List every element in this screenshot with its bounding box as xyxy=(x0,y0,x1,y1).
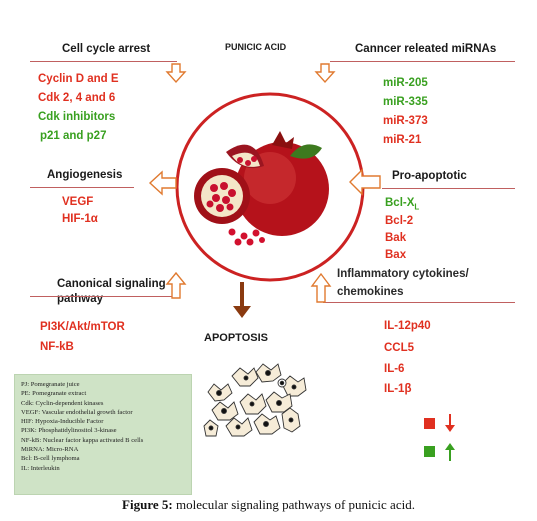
key-up-arrow-icon xyxy=(445,443,455,461)
caption-label: Figure 5: xyxy=(122,497,173,512)
pro-apoptotic-item: Bcl-2 xyxy=(385,215,414,227)
inflammatory-item: IL-12p40 xyxy=(384,320,431,332)
cell-cycle-underline xyxy=(30,61,177,62)
canonical-item: NF-kB xyxy=(40,341,74,353)
inflammatory-item: CCL5 xyxy=(384,342,415,354)
cell-cycle-arrow-icon xyxy=(165,63,187,84)
inflammatory-item: IL-6 xyxy=(384,363,405,375)
pro-apoptotic-item-subscript: L xyxy=(414,202,420,212)
legend-item: NF-kB: Nuclear factor kappa activated B … xyxy=(21,436,144,444)
legend-item: PE: Pomegranate extract xyxy=(21,390,87,398)
pro-apoptotic-header: Pro-apoptotic xyxy=(392,170,467,182)
angiogenesis-item: VEGF xyxy=(62,196,94,208)
pro-apoptotic-arrow-icon xyxy=(349,168,381,196)
mirna-item: miR-21 xyxy=(383,134,422,146)
caption-text: molecular signaling pathways of punicic … xyxy=(172,497,415,512)
canonical-underline xyxy=(30,296,172,297)
legend-item: Bcl: B-cell lymphoma xyxy=(21,455,80,463)
legend-item: HIF: Hypoxia-Inducible Factor xyxy=(21,418,104,426)
pomegranate-icon xyxy=(194,131,329,246)
apoptosis-arrow-icon xyxy=(233,282,251,318)
angiogenesis-item: HIF-1α xyxy=(62,213,98,225)
key-down-arrow-icon xyxy=(445,414,455,432)
pro-apoptotic-item: Bax xyxy=(385,249,407,261)
canonical-item: PI3K/Akt/mTOR xyxy=(40,321,125,333)
angiogenesis-arrow-icon xyxy=(148,170,177,196)
mirna-underline xyxy=(330,61,515,62)
angiogenesis-header: Angiogenesis xyxy=(47,169,123,181)
inflammatory-header-line2: chemokines xyxy=(337,286,404,298)
apoptotic-cells-icon xyxy=(203,363,307,437)
inflammatory-item: IL-1β xyxy=(384,383,412,395)
pro-apoptotic-item-text: Bcl-X xyxy=(385,197,415,209)
mirna-header: Canncer releated miRNAs xyxy=(355,43,497,55)
abbreviation-legend: PJ: Pomegranate juice PE: Pomegranate ex… xyxy=(14,374,192,495)
diagram-title: PUNICIC ACID xyxy=(225,42,287,52)
canonical-arrow-icon xyxy=(165,271,187,299)
canonical-header: Canonical signaling xyxy=(57,278,166,290)
cell-cycle-item: p21 and p27 xyxy=(40,130,107,142)
pro-apoptotic-item: Bak xyxy=(385,232,407,244)
legend-item: MiRNA: Micro-RNA xyxy=(21,446,79,454)
cell-cycle-item: Cdk 2, 4 and 6 xyxy=(38,92,116,104)
angiogenesis-underline xyxy=(30,187,134,188)
legend-item: VEGF: Vascular endothelial growth factor xyxy=(21,408,133,416)
pro-apoptotic-item: Bcl-XL xyxy=(385,197,419,211)
cell-cycle-header: Cell cycle arrest xyxy=(62,43,151,55)
legend-item: IL: Interleukin xyxy=(21,464,60,472)
mirna-item: miR-205 xyxy=(383,77,428,89)
mirna-item: miR-335 xyxy=(383,96,428,108)
mirna-item: miR-373 xyxy=(383,115,428,127)
key-red-square xyxy=(424,418,435,429)
inflammatory-header: Inflammatory cytokines/ xyxy=(337,268,469,280)
inflammatory-arrow-icon xyxy=(310,272,332,303)
inflammatory-underline xyxy=(323,302,515,303)
figure-caption: Figure 5: molecular signaling pathways o… xyxy=(0,497,537,513)
cell-cycle-item: Cdk inhibitors xyxy=(38,111,116,123)
cell-cycle-item: Cyclin D and E xyxy=(38,73,119,85)
key-green-square xyxy=(424,446,435,457)
legend-item: PI3K: Phosphatidylinositol 3-kinase xyxy=(21,427,117,435)
legend-item: PJ: Pomegranate juice xyxy=(21,381,80,388)
legend-item: Cdk: Cyclin-dependent kinases xyxy=(21,399,104,407)
pro-apoptotic-underline xyxy=(382,188,515,189)
apoptosis-label: APOPTOSIS xyxy=(204,332,268,344)
mirna-arrow-icon xyxy=(314,63,336,84)
